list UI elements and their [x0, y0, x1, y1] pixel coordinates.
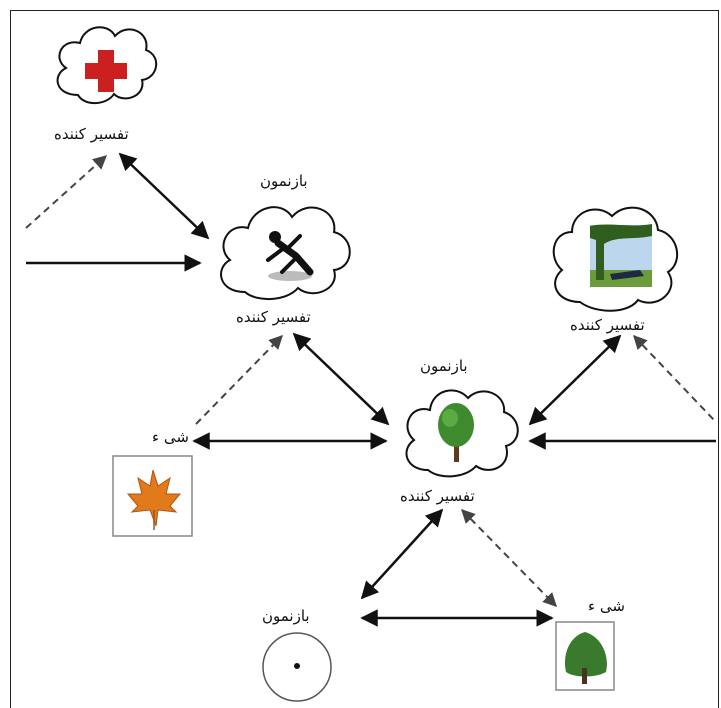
label-representamen-tree: بازنمون — [420, 357, 468, 375]
tree-photo-icon — [555, 621, 615, 691]
dot-circle-icon — [262, 632, 332, 702]
dashed-arrow-right-to-edge — [633, 334, 715, 421]
tree-icon — [438, 403, 474, 462]
arrow-tree-to-right — [528, 334, 622, 426]
label-object-tree: شی ء — [588, 597, 625, 615]
diagram-frame — [10, 10, 719, 708]
label-interpretant-fall: تفسیر کننده — [236, 308, 311, 326]
label-interpretant-tree: تفسیر کننده — [400, 487, 475, 505]
dashed-arrow-left-to-top — [25, 155, 108, 229]
dashed-arrow-tree-to-treephoto — [461, 508, 557, 608]
label-object-leaf: شی ء — [152, 428, 189, 446]
sleeping-under-tree-icon — [590, 224, 652, 287]
arrow-tree-to-dot — [360, 508, 444, 600]
label-interpretant-right: تفسیر کننده — [570, 316, 645, 334]
dashed-arrow-leaf-to-fall — [195, 334, 283, 425]
maple-leaf-icon — [112, 455, 193, 537]
label-interpretant-top: تفسیر کننده — [54, 125, 129, 143]
red-cross-icon — [85, 50, 127, 92]
label-representamen-fall: بازنمون — [260, 172, 308, 190]
arrow-top-to-fall — [118, 152, 210, 240]
label-representamen-dot: بازنمون — [262, 607, 310, 625]
cloud-fall — [220, 206, 351, 300]
falling-person-icon — [266, 231, 314, 281]
arrow-fall-to-tree — [292, 332, 390, 426]
